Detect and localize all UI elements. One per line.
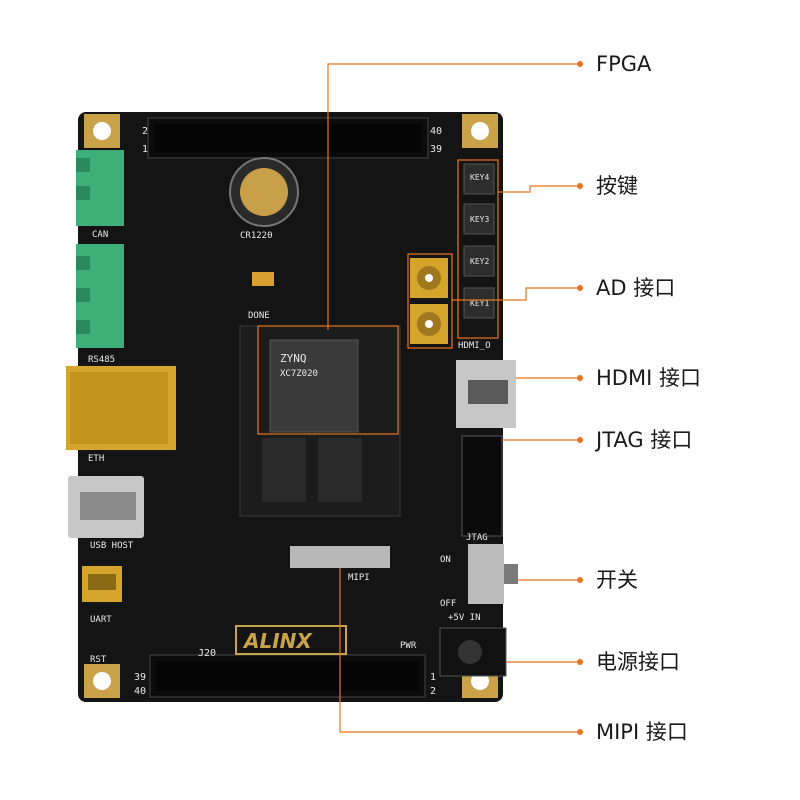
pin-label-40-top: 40	[430, 126, 442, 137]
rst-label: RST	[90, 655, 107, 665]
switch-lever	[504, 564, 518, 584]
pin-label-39-bottom: 39	[134, 672, 146, 683]
line-ad	[452, 287, 580, 301]
eth-label: ETH	[88, 454, 104, 464]
pwr-label: PWR	[400, 641, 417, 651]
callout-hdmi: HDMI 接口	[596, 366, 701, 390]
mounting-holes	[84, 114, 498, 698]
jtag-header	[461, 435, 503, 537]
pin-label-2-bottom: 2	[430, 686, 436, 697]
callout-mipi: MIPI 接口	[596, 720, 688, 744]
callout-power: 电源接口	[596, 650, 680, 674]
callout-fpga: FPGA	[596, 52, 652, 76]
alinx-logo: ALINX	[242, 629, 313, 653]
hdmi-o-label: HDMI_O	[458, 341, 491, 351]
mipi-connector	[290, 546, 390, 568]
bottom-pin-header	[149, 654, 426, 698]
on-label: ON	[440, 555, 451, 565]
line-keys	[498, 185, 580, 193]
cr1220-label: CR1220	[240, 231, 273, 241]
key4-label: KEY4	[470, 173, 489, 182]
can-label: CAN	[92, 230, 108, 240]
usb-host-port	[68, 476, 144, 538]
alinx-logo-box	[235, 625, 347, 655]
key-buttons	[463, 163, 495, 319]
callout-keys: 按键	[596, 174, 638, 198]
pin-label-2-top: 2	[142, 126, 148, 137]
callout-lines	[257, 61, 583, 735]
uart-port	[82, 566, 122, 602]
done-label: DONE	[248, 311, 270, 321]
ad-sma-connectors	[410, 258, 448, 344]
jtag-label: JTAG	[466, 533, 488, 543]
uart-label: UART	[90, 615, 112, 625]
ethernet-jack	[66, 366, 176, 450]
callout-jtag: JTAG 接口	[596, 428, 693, 452]
line-ad-box	[407, 253, 453, 349]
callout-switch: 开关	[596, 568, 638, 592]
key2-label: KEY2	[470, 257, 489, 266]
pin-label-40-bottom: 40	[134, 686, 146, 697]
chip-model-text: XC7Z020	[280, 369, 318, 379]
can-terminal	[76, 150, 124, 226]
mipi-label: MIPI	[348, 573, 370, 583]
rs485-label: RS485	[88, 355, 115, 365]
zynq-text: ZYNQ	[280, 352, 307, 365]
top-pin-header	[147, 117, 429, 159]
vin-label: +5V IN	[448, 613, 481, 623]
off-label: OFF	[440, 599, 456, 609]
line-fpga	[327, 63, 580, 330]
pin-label-1-top: 1	[142, 144, 148, 155]
rs485-terminal	[76, 244, 124, 348]
done-led	[252, 272, 274, 286]
usb-host-label: USB HOST	[90, 541, 134, 551]
pin-label-1-bottom: 1	[430, 672, 436, 683]
power-jack	[439, 627, 507, 677]
key1-label: KEY1	[470, 299, 489, 308]
line-keys-box	[457, 159, 499, 339]
fpga-chip	[239, 325, 401, 517]
battery-holder	[229, 157, 299, 227]
key3-label: KEY3	[470, 215, 489, 224]
line-mipi	[339, 568, 580, 733]
power-switch	[468, 544, 504, 604]
hdmi-port	[456, 360, 516, 428]
pin-label-39-top: 39	[430, 144, 442, 155]
j20-label: J20	[198, 648, 216, 659]
callout-ad: AD 接口	[596, 276, 676, 300]
